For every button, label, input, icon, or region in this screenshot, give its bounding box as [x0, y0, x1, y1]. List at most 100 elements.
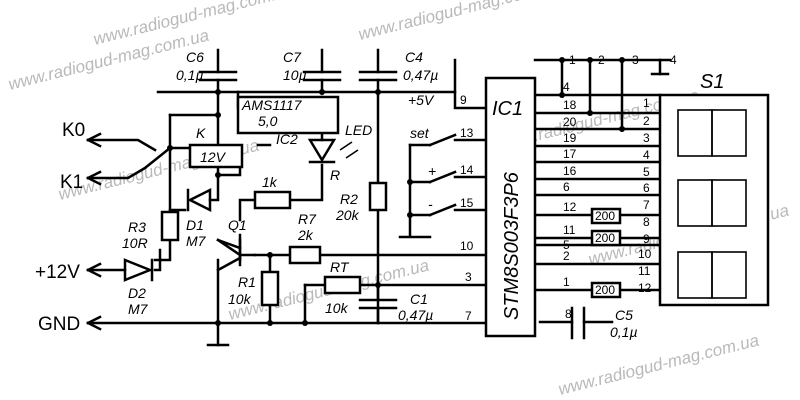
diode-d1: D1 M7: [186, 187, 212, 249]
mcu-pin-left: 14: [460, 163, 474, 177]
display-pin: 11: [638, 264, 651, 278]
mcu-pin-right: 6: [563, 180, 570, 194]
mcu-pin-right: 19: [563, 131, 577, 145]
capacitor-c5: C5 0,1µ: [570, 306, 638, 340]
mcu-pin-left: 13: [460, 126, 474, 140]
regulator-ref: IC2: [276, 131, 298, 147]
d2-value: M7: [128, 301, 149, 317]
button-minus-label: -: [428, 196, 433, 212]
mcu-pin-left: 15: [460, 196, 474, 210]
display-body: [658, 93, 770, 307]
terminals: K0 K1 +12V GND: [35, 120, 102, 335]
capacitor-c1: C1 0,47µ: [358, 291, 433, 325]
display-ref: S1: [700, 71, 724, 93]
relay-k: 12V K: [188, 125, 244, 169]
mcu-pin-left: 10: [460, 239, 474, 253]
c7-ref: C7: [283, 49, 302, 65]
digit-pin-label: 4: [670, 53, 677, 67]
mcu-pin-left: 3: [465, 270, 472, 284]
c7-value: 10µ: [283, 67, 307, 83]
c6-ref: C6: [186, 49, 204, 65]
r1k-value: 1k: [262, 174, 278, 190]
r7-ref: R7: [298, 211, 317, 227]
display-pin: 7: [643, 198, 650, 212]
junctions: [167, 57, 625, 326]
mcu-ref: IC1: [492, 98, 523, 120]
mcu-pin-right: 12: [563, 200, 577, 214]
led-resistor-ref: R: [330, 167, 340, 183]
display-pin: 4: [643, 148, 650, 162]
mcu-pin-right: 1: [563, 275, 570, 289]
r1-value: 10k: [228, 291, 252, 307]
mcu-body: [484, 76, 537, 338]
mcu-pin-right: 20: [563, 115, 577, 129]
diode-d2: D2 M7: [123, 258, 154, 317]
mcu-pin-right: 18: [563, 98, 577, 112]
terminal-12v: +12V: [35, 262, 80, 283]
digit-pin-label: 1: [569, 53, 576, 67]
display-pin: 9: [643, 232, 650, 246]
transistor-q1: Q1: [216, 217, 247, 272]
capacitor-c6: C6 0,1µ: [176, 49, 238, 94]
c1-value: 0,47µ: [398, 307, 433, 323]
v5-label: +5V: [408, 92, 435, 108]
segment-resistor-value: 200: [595, 231, 615, 245]
r7-value: 2k: [297, 227, 314, 243]
resistor-r1: R1 10k: [228, 270, 280, 307]
d1-ref: D1: [186, 217, 204, 233]
display-pin: 10: [638, 247, 652, 261]
segment-resistor-value: 200: [595, 283, 615, 297]
regulator-body: [236, 95, 340, 135]
mcu-part: STM8S003F3P6: [501, 171, 523, 320]
mcu-ic1: IC1 STM8S003F3P6 9 13 14 15 10 3 7 8 4 1…: [460, 76, 577, 338]
r1-ref: R1: [238, 274, 256, 290]
mcu-pin-right: 16: [563, 164, 577, 178]
display-pin: 12: [638, 281, 652, 295]
display-pin: 6: [643, 181, 650, 195]
regulator-voltage: 5,0: [258, 113, 278, 129]
r3-value: 10R: [122, 235, 148, 251]
watermark: www.radiogud-mag.com.ua: [556, 331, 760, 399]
regulator-ic2: AMS1117 5,0 IC2: [236, 95, 340, 147]
c1-ref: C1: [410, 291, 428, 307]
digit-pin-labels: 1 2 3 4: [569, 53, 677, 67]
digit-pin-label: 3: [632, 53, 639, 67]
regulator-part: AMS1117: [241, 97, 303, 113]
r2-ref: R2: [340, 191, 358, 207]
c5-ref: C5: [615, 307, 633, 323]
mcu-pin-right: 5: [563, 238, 570, 252]
resistor-r2: R2 20k: [335, 181, 388, 223]
mcu-pin-left: 9: [460, 93, 467, 107]
mcu-pin-right: 4: [563, 80, 570, 94]
c5-value: 0,1µ: [610, 324, 638, 340]
rt-ref: RT: [330, 259, 350, 275]
display-pin: 2: [643, 114, 650, 128]
resistor-rt: RT 10k: [323, 259, 362, 316]
button-set-label: set: [410, 125, 430, 141]
segment-resistor-value: 200: [595, 209, 615, 223]
d2-ref: D2: [128, 285, 146, 301]
mcu-pin-left: 7: [465, 309, 472, 323]
buttons: set + -: [410, 125, 457, 217]
q1-ref: Q1: [228, 217, 247, 233]
display-pin: 8: [643, 215, 650, 229]
led: LED R: [307, 122, 372, 183]
relay-coil: [188, 143, 244, 169]
display-pin: 3: [643, 131, 650, 145]
capacitor-c7: C7 10µ: [283, 49, 342, 94]
watermark: www.radiogud-mag.com.ua: [356, 0, 560, 44]
capacitor-c4: C4 0,47µ +5V: [358, 49, 438, 108]
relay-value: 12V: [200, 149, 227, 165]
mcu-pin-right: 2: [563, 249, 570, 263]
digit-pin-label: 2: [598, 53, 605, 67]
resistor-r7: R7 2k: [288, 211, 322, 265]
led-ref: LED: [345, 122, 372, 138]
resistor-1k: 1k: [253, 174, 292, 210]
mcu-pin-left: 8: [565, 307, 572, 321]
terminal-gnd: GND: [38, 314, 80, 335]
r2-value: 20k: [335, 207, 360, 223]
display-pin: 1: [643, 96, 650, 110]
c6-value: 0,1µ: [176, 67, 204, 83]
display-pin: 5: [643, 165, 650, 179]
